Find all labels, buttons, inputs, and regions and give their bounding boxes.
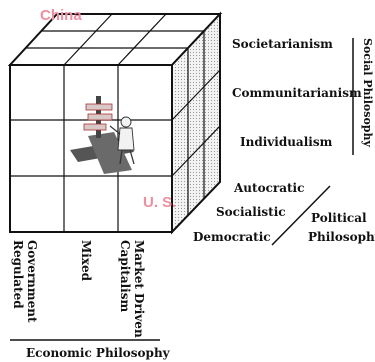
side-grid [171, 31, 221, 215]
economic-level-market-capitalism: Market Driven Capitalism [118, 240, 146, 342]
political-level-democratic: Democratic [193, 230, 271, 244]
economic-level-market-driven: Market Driven [132, 240, 146, 338]
social-level-individualism: Individualism [240, 135, 333, 149]
us-marker-label: U. S. [143, 194, 176, 211]
economic-level-regulated: Regulated [11, 240, 25, 309]
economic-level-government: Government [25, 240, 39, 323]
economic-level-mixed: Mixed [79, 240, 93, 282]
political-level-socialistic: Socialistic [216, 205, 286, 219]
political-axis-divider [271, 185, 331, 246]
economic-level-government-regulated: Government Regulated [11, 240, 39, 327]
political-axis-label: Political Philosophy [308, 211, 375, 244]
social-level-societarianism: Societarianism [232, 37, 333, 51]
economic-level-capitalism: Capitalism [118, 240, 132, 312]
social-level-communitarianism: Communitarianism [232, 86, 362, 100]
social-axis-label: Social Philosophy [361, 38, 374, 147]
political-level-autocratic: Autocratic [233, 181, 304, 195]
economic-axis-label: Economic Philosophy [26, 346, 171, 360]
top-grid [26, 13, 204, 66]
china-marker-label: China [40, 7, 82, 24]
political-axis-label-line-1: Political [311, 211, 367, 225]
political-axis-label-line-2: Philosophy [308, 230, 375, 244]
signpost-figure-icon [70, 96, 135, 174]
